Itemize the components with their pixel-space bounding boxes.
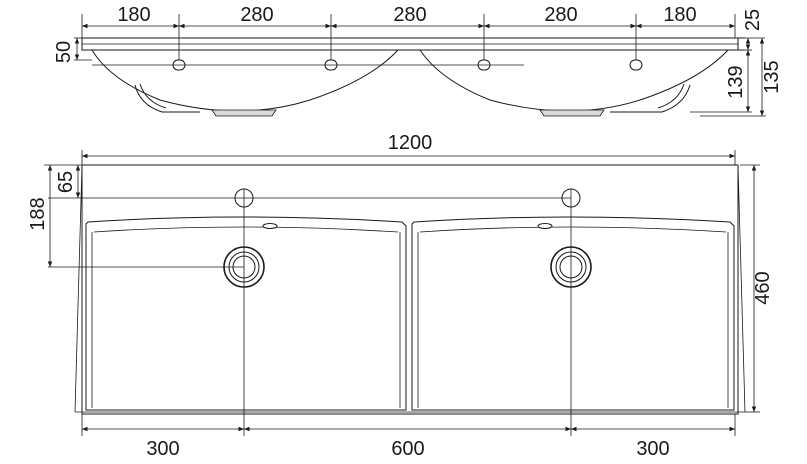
- right-dimensions-side: 25 139 135: [690, 9, 783, 117]
- dim-139: 139: [725, 65, 747, 98]
- basin-left-outline: [85, 216, 407, 411]
- dim-25: 25: [742, 9, 764, 31]
- support-left: [134, 84, 200, 113]
- basin-right-profile: [419, 49, 730, 112]
- dim-300-left: 300: [146, 438, 179, 460]
- top-dimension-chain: 180 280 280 280 180: [81, 4, 736, 60]
- dim-1200: 1200: [388, 132, 433, 154]
- left-dimension-50: 50: [53, 37, 92, 63]
- drain-right: [539, 109, 605, 117]
- drain-left: [211, 109, 277, 117]
- dim-280-a: 280: [240, 4, 273, 26]
- top-view: 1200 460 65 188 300 600 300: [27, 132, 774, 460]
- dim-180-left: 180: [117, 4, 150, 26]
- overflow-right: [537, 223, 553, 229]
- dim-188: 188: [27, 197, 49, 230]
- bottom-dimension-chain: 300 600 300: [82, 426, 735, 460]
- width-dimension: 1200: [81, 132, 736, 165]
- dim-600: 600: [391, 438, 424, 460]
- drain-plan-left: [223, 246, 265, 288]
- left-dimensions-plan: 65 188: [27, 164, 82, 267]
- dim-135: 135: [761, 60, 783, 93]
- dim-280-b: 280: [393, 4, 426, 26]
- dim-50: 50: [53, 41, 75, 63]
- dim-460: 460: [752, 271, 774, 304]
- side-view: 180 280 280 280 180 50 25 139 135: [53, 4, 783, 117]
- overflow-left: [262, 223, 278, 229]
- basin-right-outline: [411, 216, 735, 411]
- dim-300-right: 300: [636, 438, 669, 460]
- basin-left-profile: [91, 49, 400, 112]
- dim-280-c: 280: [544, 4, 577, 26]
- dim-65: 65: [55, 171, 77, 193]
- dim-180-right: 180: [663, 4, 696, 26]
- tap-hole-4: [629, 59, 643, 71]
- support-right: [610, 84, 691, 113]
- height-dimension: 460: [740, 164, 774, 413]
